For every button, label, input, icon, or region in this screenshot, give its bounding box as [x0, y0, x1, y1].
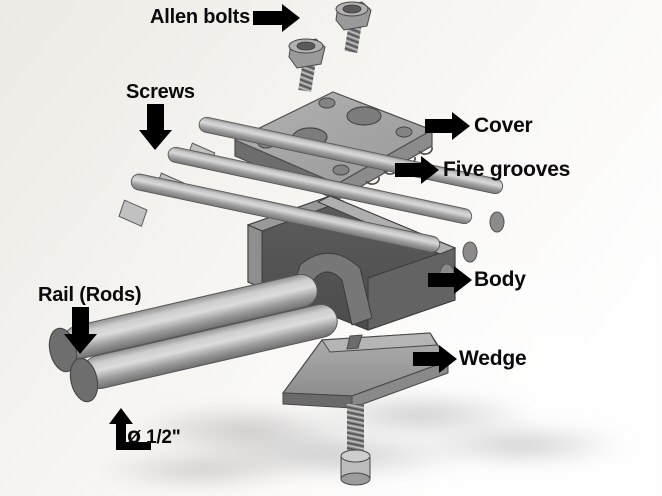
arrow-allen-bolts: [253, 4, 300, 32]
arrow-rail: [64, 307, 97, 354]
label-rail-rods: Rail (Rods): [38, 284, 142, 306]
screws-group: [118, 116, 505, 285]
wedge-block: [281, 332, 449, 409]
label-allen-bolts: Allen bolts: [150, 6, 251, 28]
arrow-body: [428, 266, 472, 294]
allen-bolt-lower: [288, 38, 326, 92]
label-wedge: Wedge: [459, 347, 527, 370]
arrow-five-grooves: [395, 156, 439, 184]
arrow-cover: [425, 112, 470, 140]
arrow-wedge: [413, 345, 457, 373]
label-body: Body: [474, 268, 526, 291]
rail-rods: [48, 273, 338, 403]
rail-rod-front: [69, 303, 338, 403]
allen-bolt-upper: [335, 1, 372, 53]
arrow-diameter: [109, 408, 151, 450]
screw-3: [118, 173, 441, 253]
diameter-symbol: ø: [127, 422, 141, 448]
label-rod-diameter: ø 1/2": [127, 422, 181, 448]
callout-arrows: [64, 4, 472, 450]
label-screws: Screws: [126, 81, 195, 103]
label-five-grooves: Five grooves: [443, 158, 571, 181]
label-cover: Cover: [474, 114, 533, 137]
diameter-value: 1/2": [145, 427, 181, 448]
allen-bolt-bottom: [340, 404, 371, 486]
rail-rod-back: [48, 273, 318, 373]
arrow-screws: [139, 104, 172, 150]
